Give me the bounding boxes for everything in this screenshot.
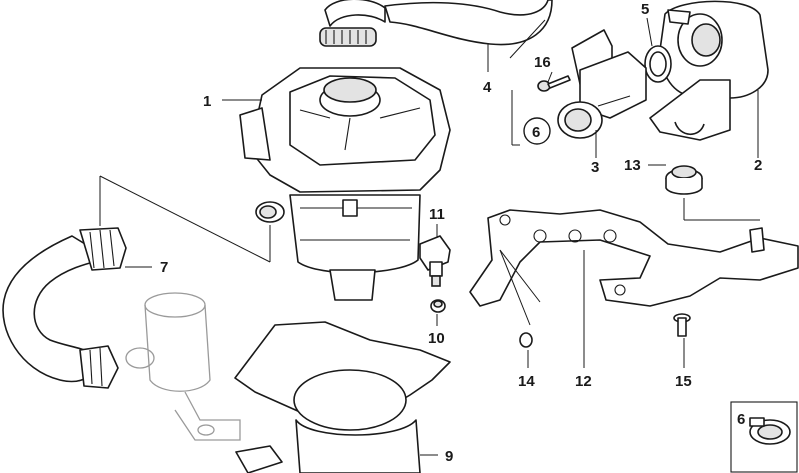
label-part-6: 6 [532, 124, 540, 141]
gasket-part-5[interactable] [644, 45, 672, 83]
label-part-13: 13 [624, 157, 641, 174]
label-part-1: 1 [203, 93, 211, 110]
valve-part-3[interactable] [557, 29, 647, 139]
nut-part-10[interactable] [430, 299, 446, 313]
ghost-valve-context [125, 292, 241, 441]
label-part-15: 15 [675, 373, 692, 390]
label-part-6-circle: 6 [523, 117, 551, 145]
hose-part-7[interactable] [2, 227, 127, 389]
leader-lines [99, 17, 760, 456]
label-inset-6: 6 [737, 411, 745, 428]
bracket-part-2[interactable] [649, 0, 769, 141]
bracket-part-12[interactable] [469, 209, 799, 307]
label-part-5: 5 [641, 1, 649, 18]
label-part-7: 7 [160, 259, 168, 276]
label-part-10: 10 [428, 330, 445, 347]
screw-part-16[interactable] [537, 75, 571, 92]
label-part-14: 14 [518, 373, 535, 390]
plate-part-9[interactable] [234, 321, 451, 473]
label-part-2: 2 [754, 157, 762, 174]
sensor-part-11[interactable] [419, 235, 451, 287]
nut-part-14[interactable] [519, 332, 533, 348]
label-part-12: 12 [575, 373, 592, 390]
label-part-9: 9 [445, 448, 453, 465]
label-part-4: 4 [483, 79, 492, 96]
grommet-part-13[interactable] [665, 165, 703, 195]
label-part-11: 11 [429, 206, 445, 223]
label-part-16: 16 [534, 54, 551, 71]
air-pump-part-1[interactable] [239, 67, 451, 301]
label-part-3: 3 [591, 159, 599, 176]
inset-clamp-part-6[interactable] [730, 401, 798, 473]
bolt-part-15[interactable] [673, 313, 691, 337]
hose-upper-part-4[interactable] [319, 0, 553, 47]
